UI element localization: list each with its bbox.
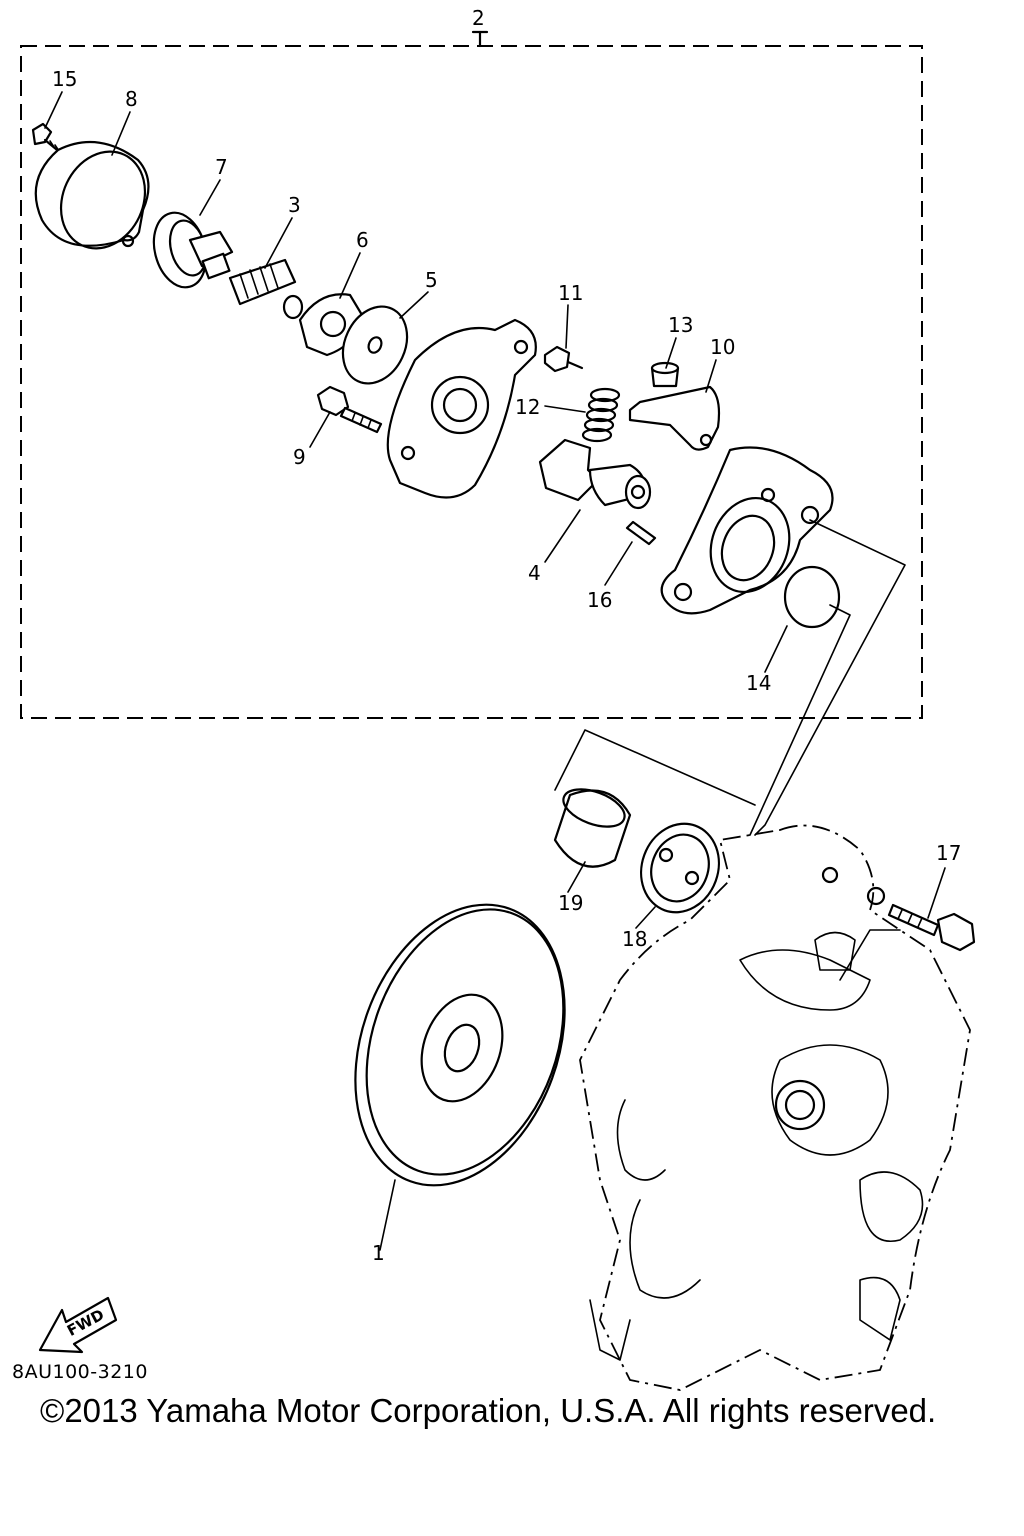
part-9-bolt: [316, 385, 383, 434]
callout-15: 15: [52, 67, 77, 91]
part-7-shaft: [152, 211, 234, 289]
callout-13: 13: [668, 313, 693, 337]
callout-16: 16: [587, 588, 612, 612]
part-19-seal: [553, 788, 632, 868]
callout-11: 11: [558, 281, 583, 305]
part-18-cap: [640, 822, 720, 914]
part-13-grommet: [650, 361, 680, 388]
callout-leaders: [44, 91, 946, 1251]
part-8-cover: [34, 140, 150, 250]
callout-2: 2: [472, 6, 485, 30]
part-12-spring: [581, 387, 621, 443]
part-14-plug: [783, 565, 841, 629]
assembly-group-boundary: [20, 30, 923, 719]
fwd-arrow: FWD: [38, 1296, 118, 1354]
part-17-bolt: [887, 903, 976, 952]
callout-numbers: 2 15 8 7 3 6 5 11 13 10 12 9 4 16 14 17 …: [52, 6, 961, 1265]
engine-case: [579, 824, 971, 1391]
callout-19: 19: [558, 891, 583, 915]
callout-9: 9: [293, 445, 306, 469]
part-lower-housing: [660, 446, 834, 615]
part-5-washer: [341, 305, 409, 385]
part-16-pin: [625, 520, 657, 546]
diagram-code: 8AU100-3210: [12, 1361, 148, 1383]
part-housing: [386, 318, 537, 499]
callout-3: 3: [288, 193, 301, 217]
part-11-bolt: [543, 345, 584, 373]
part-3-worm-gear: [228, 258, 304, 320]
callout-18: 18: [622, 927, 647, 951]
callout-4: 4: [528, 561, 541, 585]
callout-7: 7: [215, 155, 228, 179]
callout-8: 8: [125, 87, 138, 111]
callout-17: 17: [936, 841, 961, 865]
callout-1: 1: [372, 1241, 385, 1265]
connection-lines: [554, 519, 906, 836]
callout-5: 5: [425, 268, 438, 292]
copyright-notice: ©2013 Yamaha Motor Corporation, U.S.A. A…: [40, 1392, 937, 1429]
callout-14: 14: [746, 671, 771, 695]
part-1-disc: [354, 903, 566, 1187]
callout-12: 12: [515, 395, 540, 419]
callout-10: 10: [710, 335, 735, 359]
part-4-drive-shaft: [538, 438, 652, 510]
part-10-bracket: [628, 385, 721, 451]
callout-6: 6: [356, 228, 369, 252]
